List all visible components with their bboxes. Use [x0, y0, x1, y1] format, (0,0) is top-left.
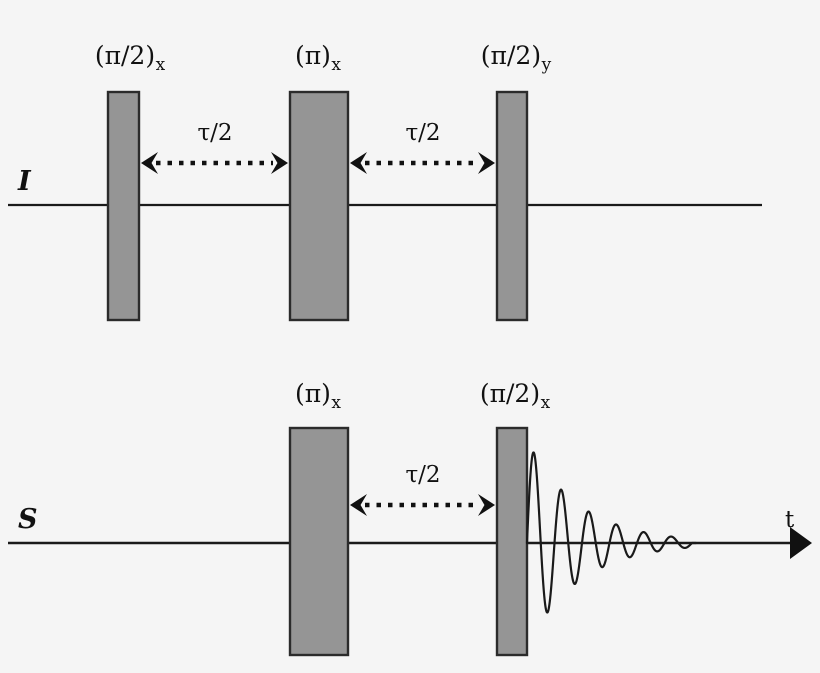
- pulse-label-subscript: y: [541, 55, 552, 76]
- pulse-label-subscript: x: [540, 393, 551, 414]
- pulse-label-i-2: (π)x: [295, 43, 341, 74]
- delay-i-2-arrowhead-right: [478, 152, 495, 174]
- pulse-rectangles-layer: [106, 90, 529, 657]
- pulse-label-main: (π): [294, 41, 331, 70]
- delay-label-i-2: τ/2: [405, 120, 441, 146]
- pulse-label-subscript: x: [155, 55, 166, 76]
- pulse-label-s-2: (π/2)x: [480, 381, 550, 412]
- delay-s-1-arrowhead-left: [350, 494, 367, 516]
- time-axis-arrow: [790, 527, 812, 559]
- delay-label-i-1: τ/2: [197, 120, 233, 146]
- pulse-label-s-1: (π)x: [295, 381, 341, 412]
- time-axis-label: t: [785, 507, 795, 533]
- delay-i-1-arrowhead-right: [271, 152, 288, 174]
- delay-arrows-layer: [141, 152, 495, 516]
- delay-i-2: [350, 152, 495, 174]
- pulse-label-main: (π/2): [94, 41, 156, 70]
- pulse-label-main: (π/2): [480, 41, 542, 70]
- i-pulse-1: [106, 90, 141, 322]
- pulse-label-main: (π): [294, 379, 331, 408]
- pulse-label-subscript: x: [331, 393, 342, 414]
- channel-label-s: S: [18, 504, 38, 535]
- delay-i-1: [141, 152, 288, 174]
- pulse-label-i-3: (π/2)y: [481, 43, 551, 74]
- pulse-label-subscript: x: [331, 55, 342, 76]
- delay-s-1-arrowhead-right: [478, 494, 495, 516]
- fid-layer: [525, 451, 698, 614]
- delay-s-1: [350, 494, 495, 516]
- i-pulse-3: [495, 90, 529, 322]
- delay-i-2-arrowhead-left: [350, 152, 367, 174]
- i-pulse-2: [288, 90, 350, 322]
- pulse-label-main: (π/2): [479, 379, 541, 408]
- time-arrowhead: [790, 527, 812, 559]
- pulse-label-i-1: (π/2)x: [95, 43, 165, 74]
- s-pulse-1: [288, 426, 350, 657]
- delay-label-s-1: τ/2: [405, 462, 441, 488]
- free-induction-decay: [525, 451, 698, 614]
- channel-label-i: I: [18, 166, 31, 197]
- delay-i-1-arrowhead-left: [141, 152, 158, 174]
- s-pulse-2: [495, 426, 529, 657]
